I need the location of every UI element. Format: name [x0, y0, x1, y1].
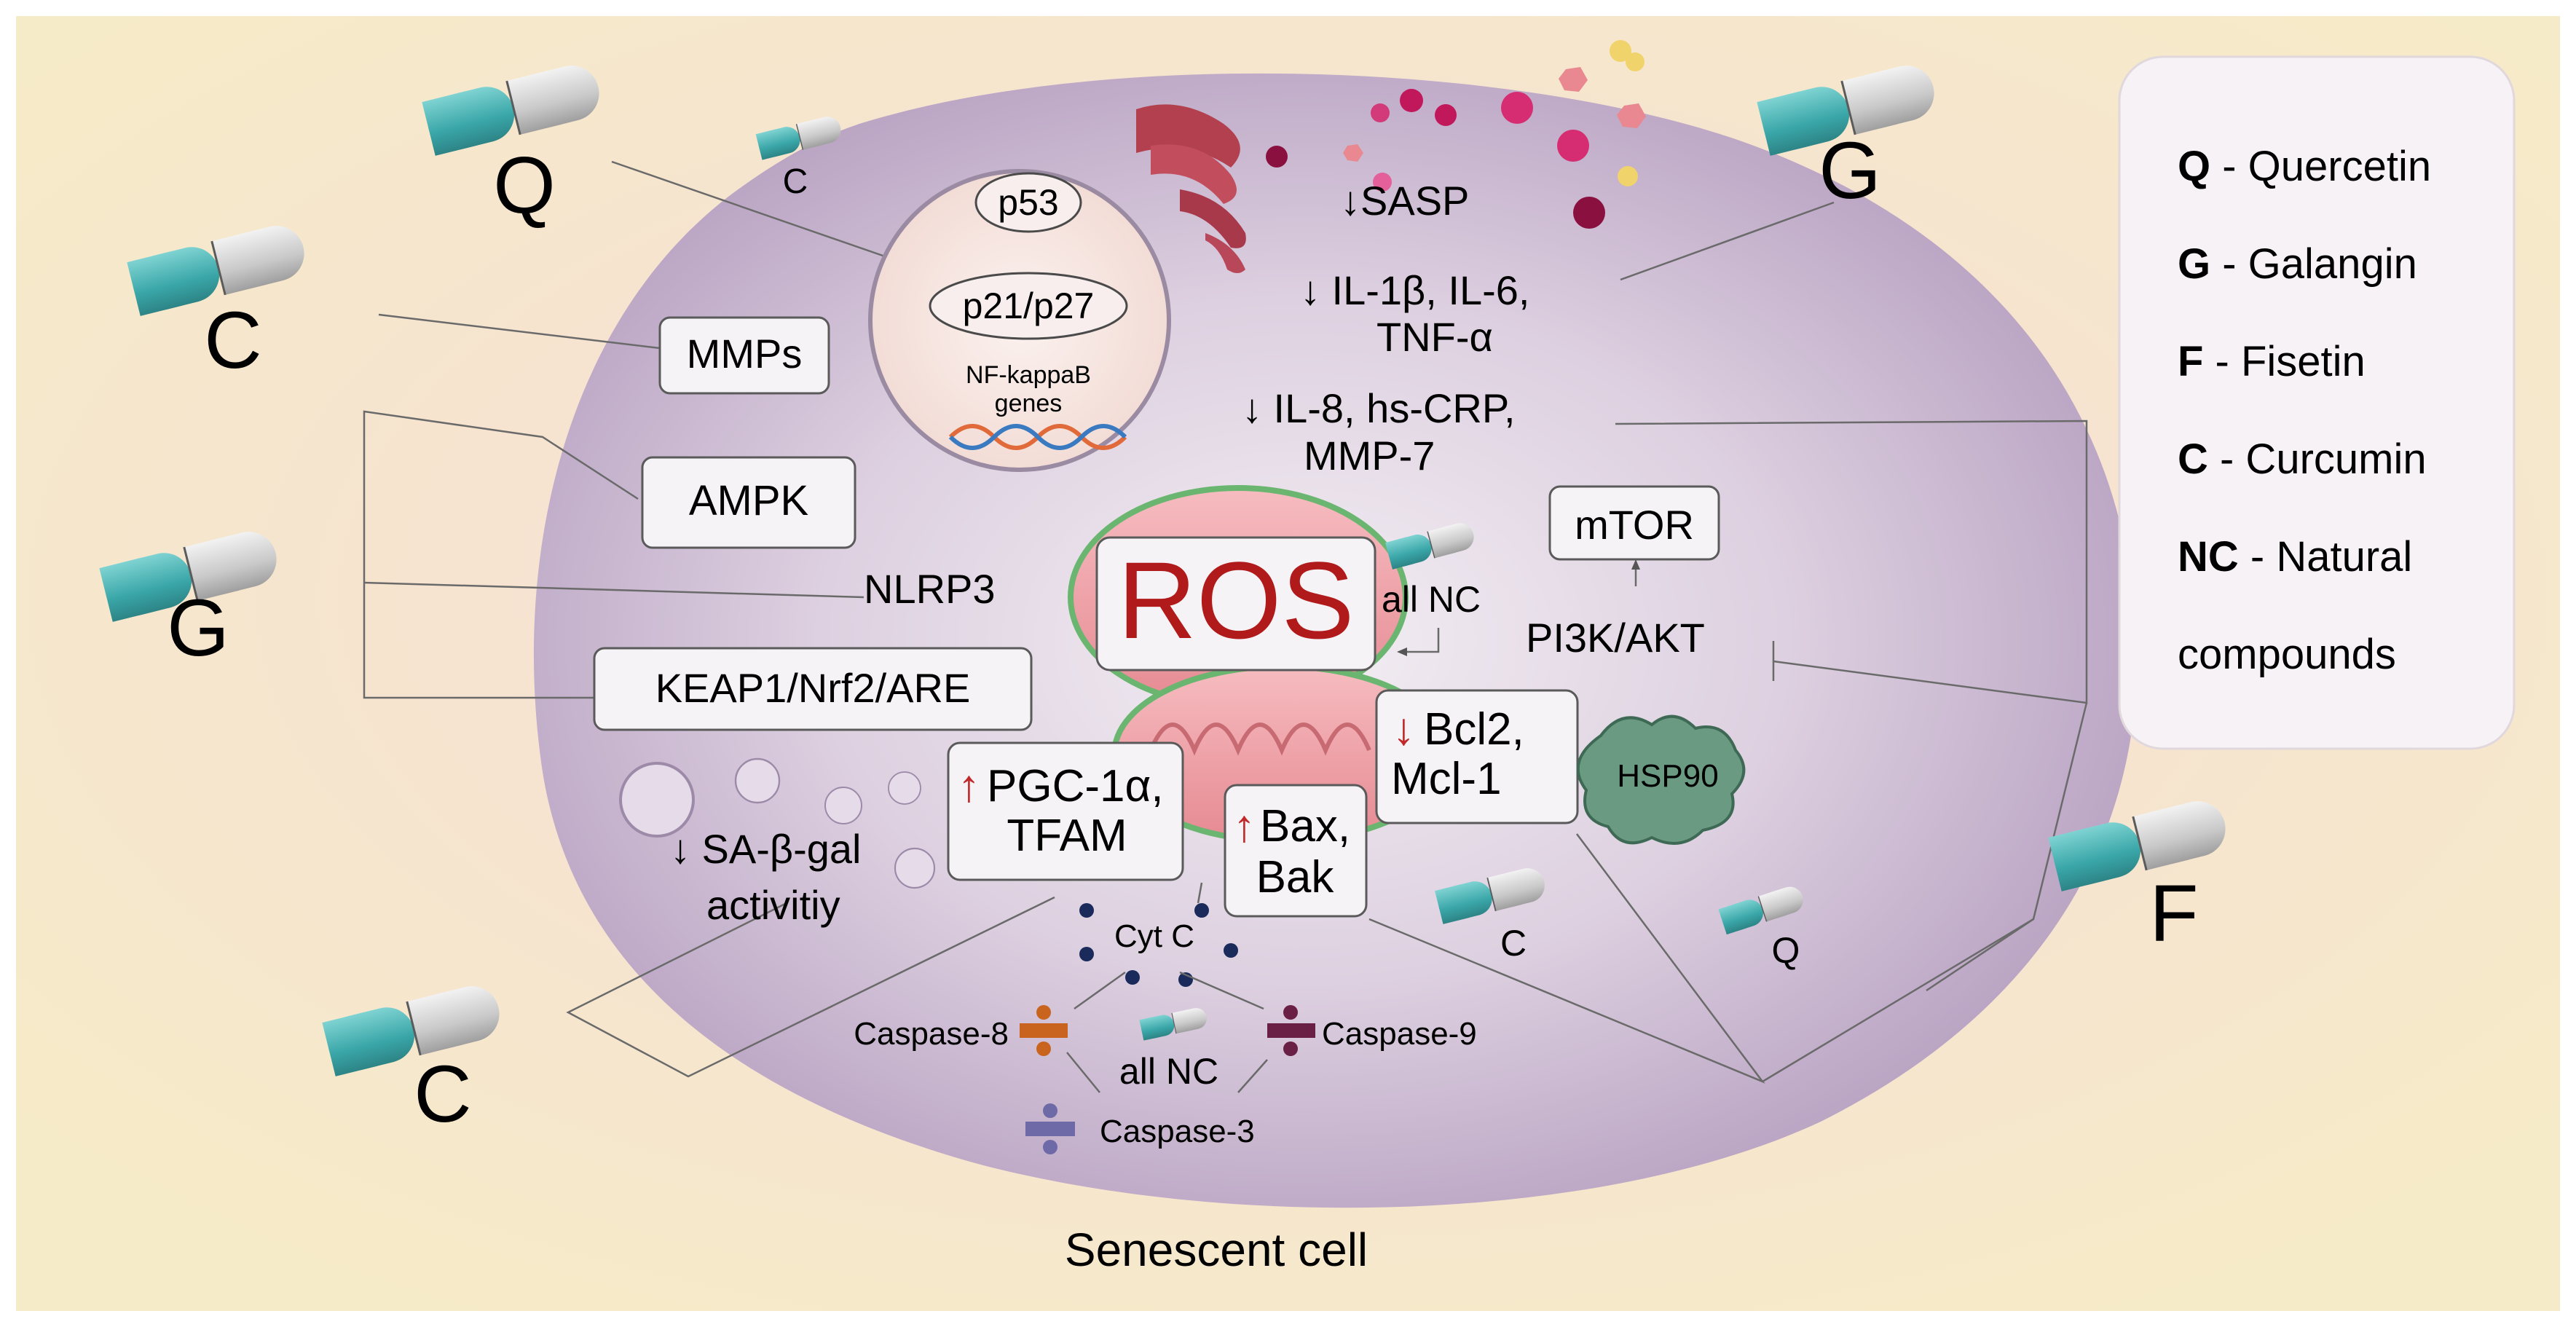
il8-label-line1: ↓ IL-8, hs-CRP,	[1242, 385, 1516, 431]
pgc-box	[947, 741, 1184, 881]
all-nc-label-1: all NC	[1382, 579, 1481, 620]
nucleus: p53 p21/p27 NF-kappaB genes	[868, 169, 1171, 472]
bcl2-label-line2: Mcl-1	[1391, 754, 1502, 804]
nfkb-label-line1: NF-kappaB	[966, 361, 1091, 389]
bcl2-label-line1: Bcl2,	[1424, 704, 1524, 755]
bcl2-box	[1375, 689, 1579, 824]
capsule-f-right-label: F	[2149, 869, 2198, 958]
caspase-9-label: Caspase-9	[1322, 1016, 1477, 1052]
legend-abbr: NC	[2178, 533, 2239, 580]
sasp-particles	[1266, 40, 1646, 229]
mmps-label: MMPs	[687, 331, 803, 377]
caspase-8-label: Caspase-8	[854, 1016, 1009, 1052]
legend-item-nc: NC - Natural	[2178, 533, 2412, 580]
capsule-q-top-label: Q	[493, 141, 556, 230]
all-nc-arrow	[1402, 628, 1440, 653]
legend-box	[2118, 55, 2516, 750]
legend-item-c: C - Curcumin	[2178, 436, 2427, 483]
nlrp3-label: NLRP3	[864, 566, 996, 612]
legend-item-f: F - Fisetin	[2178, 338, 2366, 385]
cytochrome-c-dots	[1079, 903, 1238, 987]
bax-up-arrow: ↑	[1233, 801, 1256, 851]
mtor-box	[1548, 485, 1720, 561]
legend-name: - Natural	[2239, 533, 2413, 580]
sa-gal-label-line1: ↓ SA-β-gal	[670, 826, 862, 872]
keap1-box	[593, 647, 1033, 731]
p53-oval	[974, 172, 1082, 233]
nfkb-label-line2: genes	[995, 390, 1063, 417]
connector-lines	[363, 160, 2088, 1084]
legend-item-compounds: compounds	[2178, 631, 2396, 678]
keap1-label: KEAP1/Nrf2/ARE	[655, 665, 971, 711]
legend-abbr: F	[2178, 338, 2203, 385]
capsule-g-top-label: G	[1819, 126, 1881, 216]
p53-label: p53	[998, 182, 1058, 223]
capsule-c-bottom-left-label: C	[414, 1050, 471, 1139]
hsp90-protein	[1576, 714, 1746, 845]
ros-box	[1095, 536, 1376, 672]
dna-helix-icon	[948, 424, 1127, 450]
sa-gal-label-line2: activitiy	[706, 882, 840, 928]
il1-label-line1: ↓ IL-1β, IL-6,	[1300, 267, 1529, 313]
mtor-label: mTOR	[1575, 502, 1694, 548]
bax-label-line2: Bak	[1256, 852, 1335, 902]
legend-abbr: G	[2178, 240, 2210, 288]
caspase-3-icon	[1025, 1103, 1075, 1154]
il8-label-line2: MMP-7	[1304, 433, 1435, 479]
ampk-box	[641, 456, 856, 549]
legend-name: - Galangin	[2210, 240, 2417, 288]
bax-box	[1224, 784, 1368, 918]
legend-name: compounds	[2178, 631, 2396, 678]
caption: Senescent cell	[1065, 1224, 1368, 1276]
caspase-3-label: Caspase-3	[1100, 1114, 1255, 1149]
ros-label: ROS	[1117, 539, 1354, 661]
capsule-c-left-label: C	[204, 296, 261, 385]
pgc-label-line1: PGC-1α,	[987, 761, 1164, 811]
golgi-organelle	[1136, 104, 1246, 273]
capsule-q-small-bottom-label: Q	[1772, 930, 1800, 971]
mmps-box	[658, 316, 830, 395]
legend-name: - Curcumin	[2208, 436, 2427, 483]
legend-abbr: Q	[2178, 143, 2210, 190]
il1-label-line2: TNF-α	[1376, 314, 1493, 360]
legend-item-g: G - Galangin	[2178, 240, 2417, 288]
sasp-label: ↓SASP	[1340, 178, 1469, 224]
bcl2-down-arrow: ↓	[1393, 704, 1415, 755]
ampk-label: AMPK	[689, 477, 809, 524]
pgc-up-arrow: ↑	[958, 761, 980, 811]
caspase-8-icon	[1020, 1005, 1068, 1056]
capsule-c-small-top-label: C	[783, 162, 808, 201]
legend-item-q: Q - Quercetin	[2178, 143, 2431, 190]
capsule-c-small-bottom-label: C	[1500, 923, 1527, 964]
legend: Q - Quercetin G - Galangin F - Fisetin C…	[2118, 55, 2516, 750]
pgc-label-line2: TFAM	[1007, 811, 1127, 861]
pi3k-label: PI3K/AKT	[1526, 615, 1705, 661]
capsule-g-left-label: G	[167, 583, 229, 673]
legend-name: - Quercetin	[2210, 143, 2431, 190]
p21-label: p21/p27	[963, 286, 1095, 326]
all-nc-label-2: all NC	[1119, 1051, 1218, 1092]
caspase-9-icon	[1267, 1005, 1315, 1056]
legend-abbr: C	[2178, 436, 2208, 483]
bax-label-line1: Bax,	[1260, 801, 1350, 851]
hsp90-label: HSP90	[1617, 758, 1718, 794]
cytc-label: Cyt C	[1114, 918, 1194, 954]
legend-name: - Fisetin	[2203, 338, 2365, 385]
p21-oval	[929, 272, 1128, 340]
